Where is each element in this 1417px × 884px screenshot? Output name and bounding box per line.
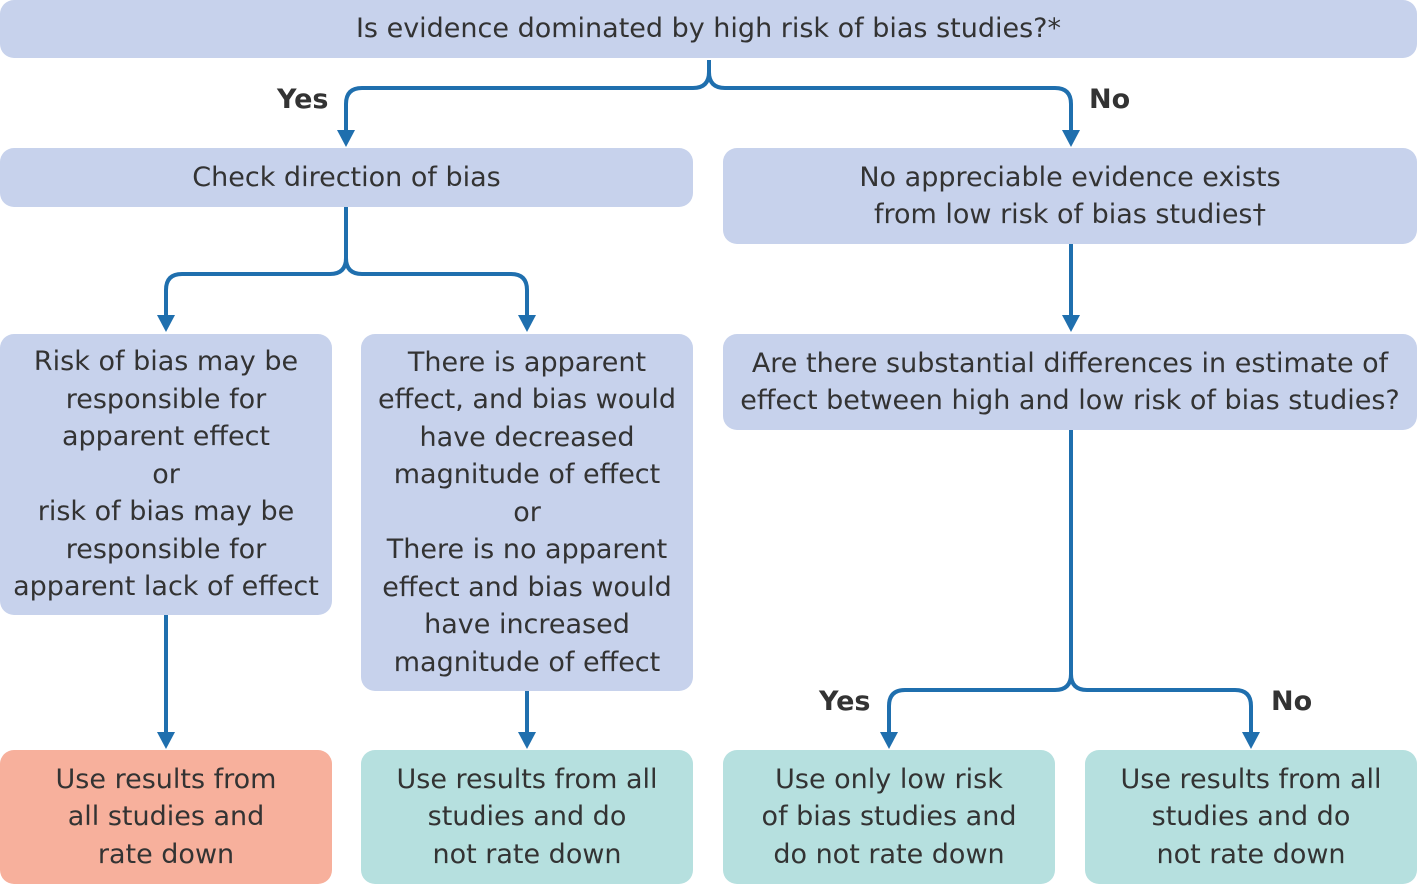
outcome-all-no-rate-right-box: Use results from all studies and do not … [1085,750,1417,884]
arrowhead-low-only [880,732,898,749]
arrowhead-apparent [518,315,536,332]
arrowhead-rob [157,315,175,332]
edge-label-diff-yes: Yes [819,686,871,717]
arrowhead-no [1062,130,1080,147]
connector-diff-branches [887,430,1253,732]
root-question-box: Is evidence dominated by high risk of bi… [0,0,1417,58]
apparent-effect-box: There is apparent effect, and bias would… [361,334,693,691]
arrowhead-yes [337,130,355,147]
edge-label-root-no: No [1089,84,1131,115]
rob-responsible-box: Risk of bias may be responsible for appa… [0,334,332,615]
outcome-all-no-rate-left-box: Use results from all studies and do not … [361,750,693,884]
no-low-rob-box: No appreciable evidence exists from low … [723,148,1417,244]
outcome-rate-down-box: Use results from all studies and rate do… [0,750,332,884]
connector-check-branches [164,207,529,315]
check-direction-box: Check direction of bias [0,148,693,207]
arrowhead-rate-down [157,732,175,749]
arrowhead-diff [1062,315,1080,332]
edge-label-root-yes: Yes [277,84,329,115]
arrowhead-no-rate-right [1242,732,1260,749]
substantial-diff-box: Are there substantial differences in est… [723,334,1417,430]
outcome-low-only-box: Use only low risk of bias studies and do… [723,750,1055,884]
connector-root-branches [344,60,1073,130]
arrowhead-no-rate-left [518,732,536,749]
edge-label-diff-no: No [1271,686,1313,717]
